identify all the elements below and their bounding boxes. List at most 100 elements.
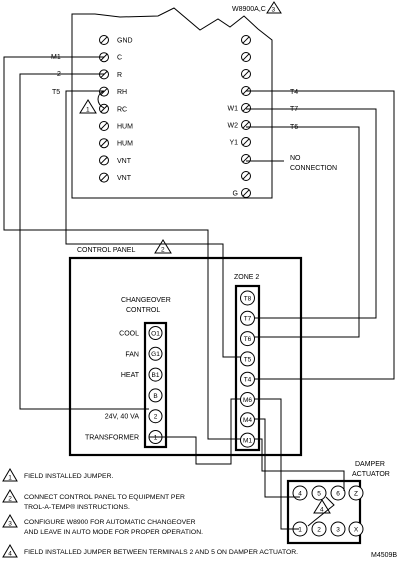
note-text: AND LEAVE IN AUTO MODE FOR PROPER OPERAT… (24, 529, 203, 536)
thermostat-terminal-vnt (99, 155, 109, 166)
svg-text:6: 6 (336, 490, 340, 497)
thermostat-terminal-label: VNT (117, 158, 132, 165)
svg-text:X: X (354, 526, 359, 533)
damper-terminal-x: X (348, 521, 364, 537)
zone-terminal-t8: T8 (240, 290, 255, 306)
wire-m4-actuator (254, 418, 300, 498)
zone-terminal-t5: T5 (240, 351, 255, 367)
svg-text:2: 2 (161, 247, 165, 254)
thermostat-right-terminal-2 (241, 69, 251, 79)
note-text: TROL-A-TEMP® INSTRUCTIONS. (24, 503, 130, 511)
damper-terminal-3: 3 (330, 521, 346, 537)
jumper-badge-1: 1 (79, 99, 97, 114)
wire-t7 (246, 108, 377, 319)
wire-2 (19, 73, 149, 410)
wire-t5 (65, 90, 241, 358)
zone-title: ZONE 2 (234, 274, 259, 281)
damper-title-line2: ACTUATOR (352, 471, 390, 478)
svg-text:4: 4 (298, 490, 302, 497)
thermostat-right-terminal-1 (241, 52, 251, 62)
control-panel-badge: 2 (154, 239, 172, 254)
changeover-strip (143, 321, 168, 449)
svg-text:Z: Z (354, 490, 358, 497)
svg-text:3: 3 (8, 521, 12, 528)
damper-jumper-badge: 4 (313, 499, 331, 514)
zone-terminal-m4: M4 (240, 412, 255, 428)
changeover-terminal-g1: G1 (148, 346, 163, 361)
zone-terminal-m6: M6 (240, 392, 255, 407)
svg-text:1: 1 (154, 434, 158, 441)
thermostat-right-terminal-y1 (241, 137, 251, 147)
zone-terminal-t4: T4 (240, 371, 255, 387)
svg-text:1: 1 (86, 107, 90, 114)
svg-text:T6: T6 (244, 336, 252, 343)
thermostat-terminal-label: C (117, 55, 122, 62)
damper-top-terminals: 4 5 6 Z (292, 485, 364, 501)
thermostat-terminal-hum (99, 121, 109, 131)
thermostat-title: W8900A,C (232, 6, 266, 13)
svg-text:2: 2 (317, 526, 321, 533)
damper-actuator-box (286, 479, 362, 545)
thermostat-terminal-gnd (99, 35, 109, 45)
thermostat-right-label: Y1 (229, 140, 238, 147)
svg-text:M4: M4 (243, 417, 252, 424)
thermostat-terminal-label: RH (117, 89, 127, 96)
thermostat-subbase (71, 7, 273, 199)
svg-text:3: 3 (272, 7, 276, 14)
damper-terminal-2: 2 (311, 521, 327, 537)
svg-text:2: 2 (8, 496, 12, 503)
changeover-label: COOL (119, 331, 139, 338)
zone-terminal-t6: T6 (240, 331, 255, 347)
thermostat-right-label: G (233, 191, 238, 198)
wire-m1-actuator (254, 438, 345, 491)
thermostat-title-badge: 3 (266, 1, 282, 14)
changeover-label: 24V, 40 VA (105, 414, 140, 421)
wire-label-t4: T4 (290, 89, 298, 96)
thermostat-right-terminal-w2 (241, 120, 251, 130)
svg-text:1: 1 (8, 475, 12, 482)
svg-text:M6: M6 (243, 397, 252, 404)
damper-terminal-4: 4 (292, 485, 308, 501)
control-panel-box (68, 256, 303, 457)
wire-m1 (3, 56, 241, 440)
svg-text:G1: G1 (151, 351, 160, 358)
thermostat-terminal-label: RC (117, 106, 127, 113)
thermostat-right-label: W2 (228, 123, 239, 130)
damper-terminal-6: 6 (330, 485, 346, 501)
thermostat-terminal-rh (99, 86, 109, 97)
changeover-label: HEAT (121, 372, 140, 379)
svg-text:1: 1 (298, 526, 302, 533)
svg-text:4: 4 (320, 507, 324, 514)
changeover-terminal-b: B (148, 388, 163, 403)
no-connection-line2: CONNECTION (290, 165, 337, 172)
damper-terminal-5: 5 (311, 485, 327, 501)
wire-t4 (246, 90, 395, 380)
rh-rc-jumper (97, 90, 105, 109)
wire-m6-actuator (254, 398, 299, 530)
thermostat-terminal-label: VNT (117, 175, 132, 182)
wire-label-t5: T5 (52, 89, 60, 96)
svg-text:2: 2 (154, 414, 158, 421)
svg-text:T8: T8 (244, 295, 252, 302)
wiring (3, 56, 395, 530)
zone-terminal-m1: M1 (240, 432, 255, 448)
zone-strip (234, 284, 261, 452)
thermostat-terminal-label: HUM (117, 141, 133, 148)
svg-text:4: 4 (8, 551, 12, 558)
damper-terminal-z: Z (348, 485, 364, 501)
svg-text:5: 5 (317, 490, 321, 497)
zone-terminal-t7: T7 (240, 310, 255, 326)
thermostat-right-terminal-7 (241, 154, 251, 164)
svg-text:T7: T7 (244, 316, 252, 323)
thermostat-terminal-hum (99, 138, 109, 149)
thermostat-right-terminal-0 (241, 35, 251, 45)
note-text: CONFIGURE W8900 FOR AUTOMATIC CHANGEOVER (24, 519, 196, 526)
thermostat-right-terminal-8 (241, 171, 251, 181)
no-connection-line1: NO (290, 155, 301, 162)
